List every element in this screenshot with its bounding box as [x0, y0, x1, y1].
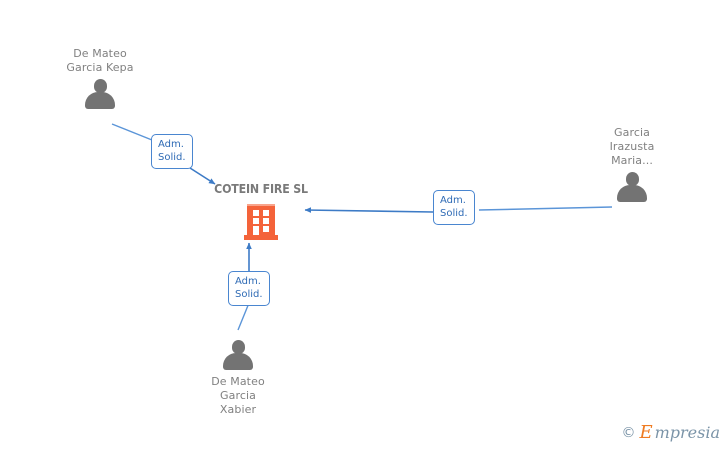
person-node-garcia-irazusta-maria[interactable]: Garcia Irazusta Maria...: [562, 126, 702, 202]
watermark-empresia: © E mpresia: [621, 424, 720, 442]
person-name-label: De Mateo Garcia Xabier: [211, 375, 265, 416]
copyright-icon: ©: [621, 425, 636, 441]
edge-xabier-to-label: [237, 302, 250, 331]
person-name-label: Garcia Irazusta Maria...: [609, 126, 655, 167]
company-node-cotein-fire-sl[interactable]: COTEIN FIRE SL: [181, 182, 341, 240]
person-name-label: De Mateo Garcia Kepa: [66, 47, 134, 74]
person-icon: [221, 340, 255, 370]
person-icon: [615, 172, 649, 202]
building-icon: [244, 204, 278, 240]
brand-initial: E: [639, 422, 653, 443]
relation-label-adm-solid-kepa[interactable]: Adm. Solid.: [151, 134, 193, 169]
person-node-de-mateo-garcia-xabier[interactable]: De Mateo Garcia Xabier: [168, 336, 308, 417]
edge-kepa-to-label: [111, 123, 153, 141]
person-node-de-mateo-garcia-kepa[interactable]: De Mateo Garcia Kepa: [30, 47, 170, 109]
person-icon: [83, 79, 117, 109]
relation-label-adm-solid-xabier[interactable]: Adm. Solid.: [228, 271, 270, 306]
company-name-label: COTEIN FIRE SL: [214, 182, 308, 196]
edge-maria-to-label: [478, 206, 613, 211]
brand-name: mpresia: [654, 423, 720, 442]
relation-label-adm-solid-maria[interactable]: Adm. Solid.: [433, 190, 475, 225]
